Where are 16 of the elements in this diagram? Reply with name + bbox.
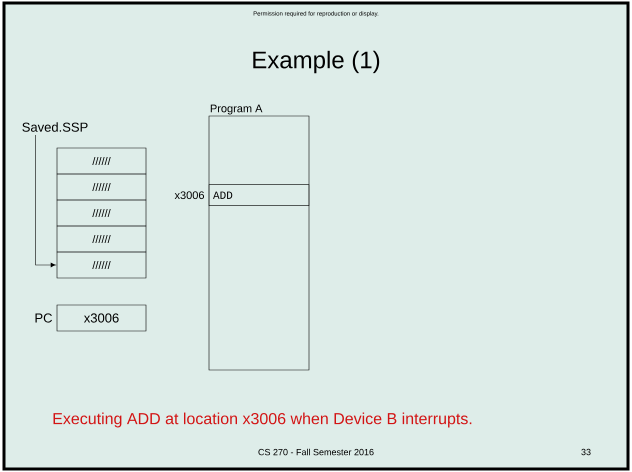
stack-cell: ////// bbox=[56, 226, 146, 252]
footer-text: CS 270 - Fall Semester 2016 bbox=[258, 448, 374, 456]
node-label: Program A bbox=[210, 104, 262, 114]
stack-cell: ////// bbox=[56, 252, 146, 278]
label-text: Saved.SSP bbox=[22, 122, 88, 132]
address-label: x3006 bbox=[174, 191, 204, 200]
title: Example (1) bbox=[253, 50, 380, 74]
register-box: x3006 bbox=[56, 304, 146, 332]
address-label: PC bbox=[36, 313, 52, 323]
memory-cell: ADD bbox=[208, 184, 310, 206]
arrow bbox=[35, 134, 56, 268]
stack-cell: ////// bbox=[56, 148, 146, 174]
page-number: 33 bbox=[581, 448, 591, 456]
note-text: Executing ADD at location x3006 when Device B interrupts. bbox=[54, 412, 472, 428]
stack-cell: ////// bbox=[56, 200, 146, 226]
stack-cell: ////// bbox=[56, 174, 146, 200]
